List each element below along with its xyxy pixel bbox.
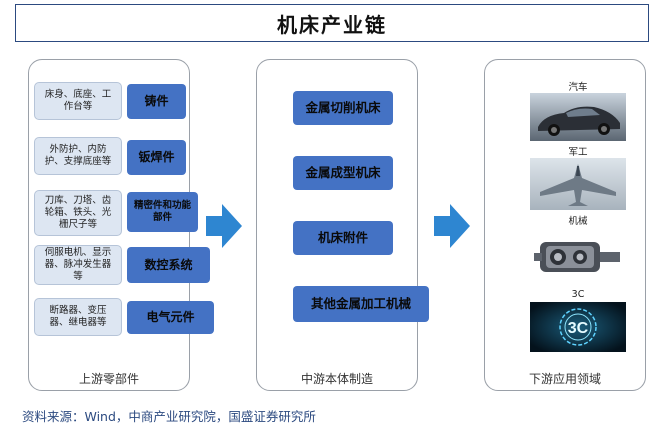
upstream-category-3: 精密件和功能部件 <box>127 192 198 232</box>
midstream-item-1: 金属切削机床 <box>293 91 393 125</box>
upstream-category-4: 数控系统 <box>127 247 210 283</box>
midstream-label: 中游本体制造 <box>300 372 373 386</box>
downstream-item-car-label: 汽车 <box>568 82 588 93</box>
upstream-desc-5: 断路器、变压器、继电器等 <box>34 298 122 336</box>
upstream-category-5: 电气元件 <box>127 301 214 334</box>
upstream-desc-1: 床身、底座、工作台等 <box>34 82 122 120</box>
svg-text:3C: 3C <box>568 320 589 337</box>
gearbox-image <box>530 228 626 284</box>
midstream-item-4: 其他金属加工机械 <box>293 286 429 322</box>
upstream-label: 上游零部件 <box>78 372 139 386</box>
upstream-desc-4: 伺服电机、显示器、脉冲发生器等 <box>34 245 122 285</box>
diagram-title: 机床产业链 <box>15 4 649 42</box>
midstream-item-2: 金属成型机床 <box>293 156 393 190</box>
downstream-item-military-label: 军工 <box>568 147 588 158</box>
upstream-category-1: 铸件 <box>127 84 186 119</box>
downstream-item-3c-label: 3C <box>571 289 585 300</box>
right-arrow-icon <box>206 204 242 248</box>
source-note: 资料来源：Wind，中商产业研究院，国盛证券研究所 <box>22 409 316 424</box>
upstream-desc-2: 外防护、内防护、支撑底座等 <box>34 137 122 175</box>
downstream-label: 下游应用领域 <box>528 372 601 386</box>
right-arrow-icon <box>434 204 470 248</box>
car-image <box>530 93 626 141</box>
fighter-jet-image <box>530 158 626 210</box>
upstream-desc-3: 刀库、刀塔、齿轮箱、铁头、光栅尺子等 <box>34 190 122 236</box>
midstream-item-3: 机床附件 <box>293 221 393 255</box>
downstream-item-machinery-label: 机械 <box>568 216 588 227</box>
3c-logo-image: 3C <box>530 302 626 352</box>
upstream-category-2: 钣焊件 <box>127 140 186 175</box>
